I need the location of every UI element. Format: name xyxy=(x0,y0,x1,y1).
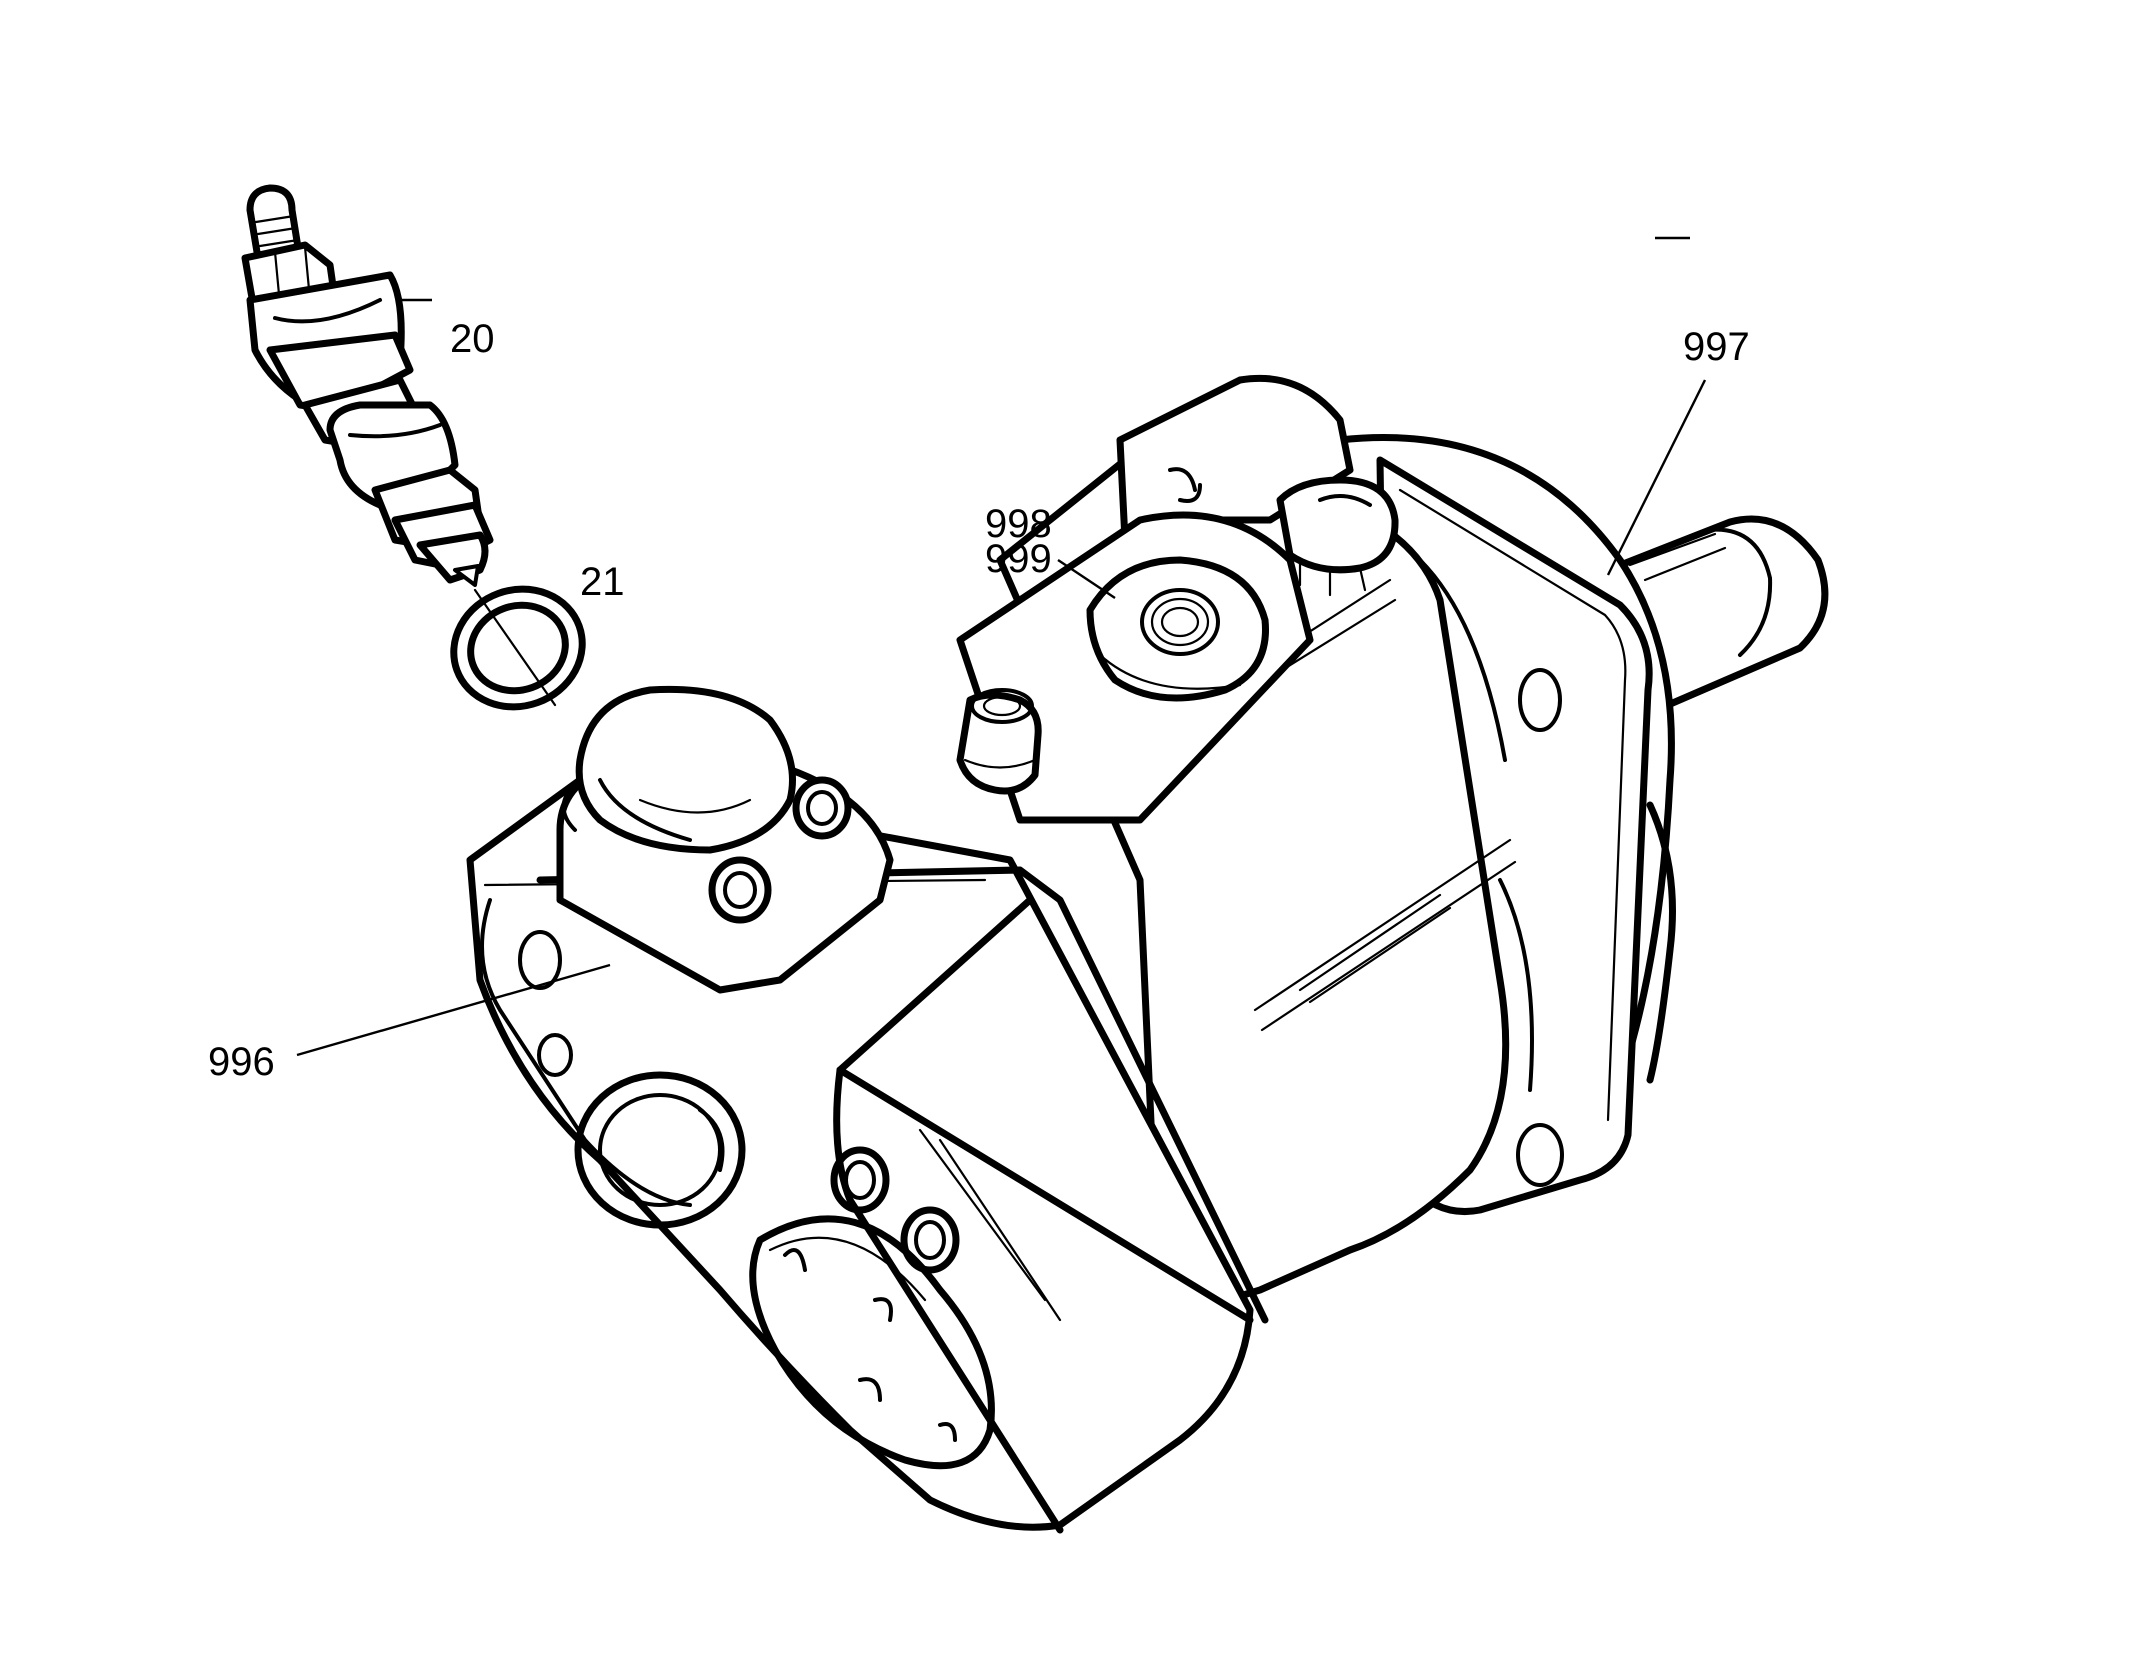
callout-997: 997 xyxy=(1683,325,1750,369)
callout-21: 21 xyxy=(580,560,625,604)
front-housing xyxy=(466,776,1269,1534)
top-bracket xyxy=(1116,374,1399,597)
seal-ring-21 xyxy=(450,585,586,711)
callout-999: 999 xyxy=(985,537,1052,581)
leader-998 xyxy=(1057,559,1116,599)
callout-20: 20 xyxy=(450,317,495,361)
callout-998: 998 xyxy=(985,502,1052,546)
leader-997 xyxy=(1606,379,1707,576)
leader-996 xyxy=(296,963,611,1057)
valve-cap xyxy=(556,685,894,994)
bleed-fitting xyxy=(956,688,1042,795)
callout-996: 996 xyxy=(208,1040,275,1084)
relief-valve-cartridge-20 xyxy=(241,184,494,587)
threaded-port xyxy=(956,511,1314,824)
